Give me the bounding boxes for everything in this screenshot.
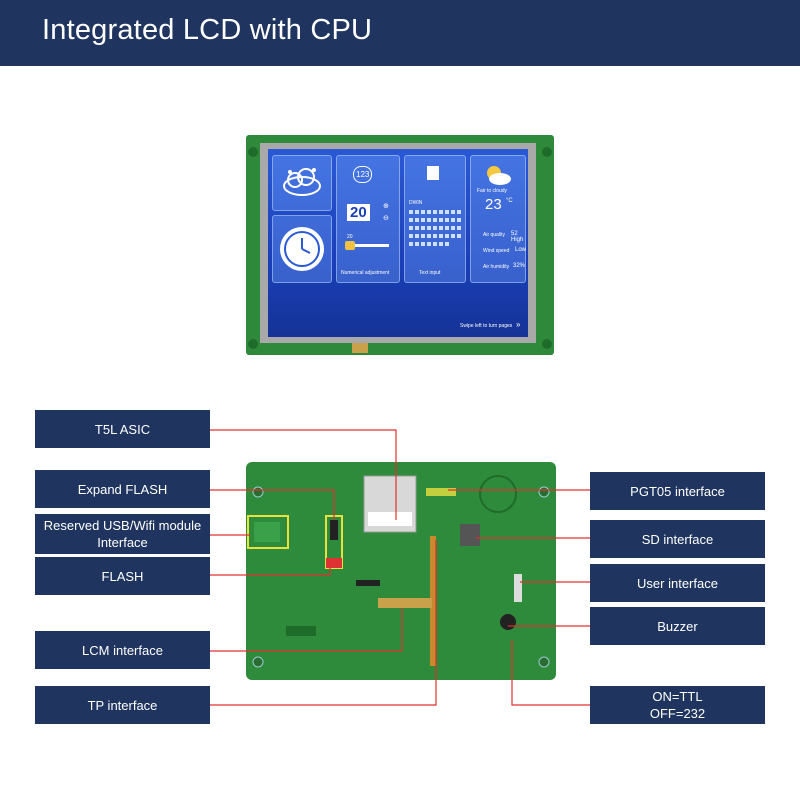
keyboard-title: DWIN bbox=[409, 200, 423, 206]
label-user-interface: User interface bbox=[590, 564, 765, 602]
label-text: TP interface bbox=[87, 697, 158, 713]
clock-app-tile bbox=[272, 215, 332, 283]
label-text: PGT05 interface bbox=[630, 483, 725, 499]
mount-hole bbox=[542, 339, 552, 349]
label-lcm-interface: LCM interface bbox=[35, 631, 210, 669]
temperature-value: 23 bbox=[485, 196, 502, 213]
keyboard-grid bbox=[409, 210, 461, 246]
lcd-screen: 123 20 ⊕ ⊖ 20 Numerical adjustment DWIN bbox=[268, 149, 528, 337]
label-text: LCM interface bbox=[82, 642, 163, 658]
connector-line-ttl-232 bbox=[511, 640, 590, 706]
numeric-adjust-tile: 123 20 ⊕ ⊖ 20 Numerical adjustment bbox=[336, 155, 400, 283]
label-text: Expand FLASH bbox=[77, 481, 168, 497]
label-tp-interface: TP interface bbox=[35, 686, 210, 724]
clock-icon bbox=[280, 227, 324, 271]
tp-connector bbox=[352, 343, 368, 353]
slider-track bbox=[345, 244, 389, 247]
cloud-icon bbox=[283, 168, 321, 196]
label-sd-interface: SD interface bbox=[590, 520, 765, 558]
label-buzzer: Buzzer bbox=[590, 607, 765, 645]
minus-icon: ⊖ bbox=[383, 215, 389, 222]
connector-line-tp bbox=[210, 540, 437, 706]
text-input-tile: DWIN Text input bbox=[404, 155, 466, 283]
slider-thumb bbox=[345, 241, 355, 250]
humidity-value: 32% bbox=[513, 263, 526, 269]
label-text: FLASH bbox=[101, 568, 144, 584]
text-caption: Text input bbox=[419, 270, 441, 276]
weather-tile: Fair to cloudy 23 °C Air quality 52 High… bbox=[470, 155, 526, 283]
cloud-app-tile bbox=[272, 155, 332, 211]
pcb-components bbox=[247, 475, 550, 668]
label-text: ON=TTL OFF=232 bbox=[649, 689, 706, 721]
slider-value: 20 bbox=[347, 234, 353, 240]
page-title: Integrated LCD with CPU bbox=[42, 14, 373, 46]
wind-label: Wind speed bbox=[483, 248, 510, 254]
label-text: T5L ASIC bbox=[94, 421, 151, 437]
plus-icon: ⊕ bbox=[383, 203, 389, 210]
label-expand-flash: Expand FLASH bbox=[35, 470, 210, 508]
label-text: Reserved USB/Wifi module Interface bbox=[43, 518, 202, 550]
label-ttl-232: ON=TTL OFF=232 bbox=[590, 686, 765, 724]
title-banner: Integrated LCD with CPU bbox=[0, 0, 800, 66]
keyboard-app-icon bbox=[427, 166, 439, 180]
label-text: SD interface bbox=[641, 531, 714, 547]
mount-hole bbox=[248, 339, 258, 349]
touch-panel-frame: 123 20 ⊕ ⊖ 20 Numerical adjustment DWIN bbox=[260, 143, 536, 343]
connector-line-flash bbox=[210, 560, 331, 576]
weather-caption: Fair to cloudy bbox=[477, 188, 508, 194]
air-quality-value: 52 High bbox=[511, 231, 524, 243]
connector-line-t5l bbox=[210, 429, 397, 520]
label-t5l-asic: T5L ASIC bbox=[35, 410, 210, 448]
temperature-unit: °C bbox=[506, 198, 513, 204]
label-text: Buzzer bbox=[657, 618, 698, 634]
numeric-caption: Numerical adjustment bbox=[341, 270, 390, 276]
pcb-board-photo bbox=[246, 462, 556, 680]
lcd-module-photo: 123 20 ⊕ ⊖ 20 Numerical adjustment DWIN bbox=[246, 135, 554, 355]
label-pgt05-interface: PGT05 interface bbox=[590, 472, 765, 510]
double-chevron-right-icon: » bbox=[516, 320, 521, 329]
connector-line-expand-flash bbox=[210, 489, 335, 520]
label-flash: FLASH bbox=[35, 557, 210, 595]
label-usb-wifi: Reserved USB/Wifi module Interface bbox=[35, 514, 210, 554]
humidity-label: Air humidity bbox=[483, 264, 510, 270]
swipe-hint: Swipe left to turn pages bbox=[460, 323, 513, 329]
weather-icon bbox=[487, 166, 511, 185]
label-text: User interface bbox=[637, 575, 718, 591]
counter-value: 20 bbox=[347, 204, 370, 221]
wind-value: Low bbox=[515, 247, 527, 253]
mount-hole bbox=[542, 147, 552, 157]
air-quality-label: Air quality bbox=[483, 232, 505, 238]
connector-line-lcm bbox=[210, 608, 403, 652]
numeric-badge: 123 bbox=[353, 166, 373, 183]
mount-hole bbox=[248, 147, 258, 157]
